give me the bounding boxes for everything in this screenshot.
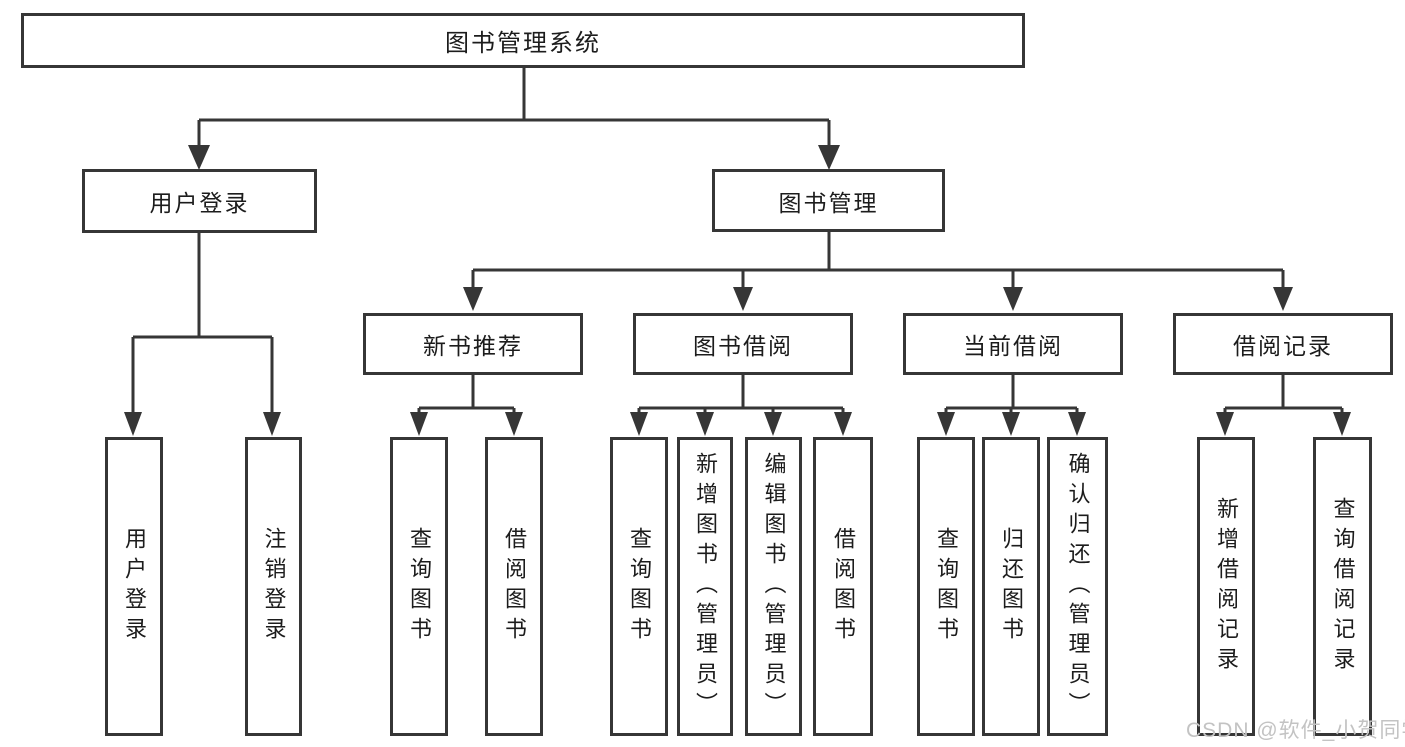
arrowheads-level2 (188, 145, 840, 170)
connector-book-management-to-level3 (471, 232, 1285, 290)
node-borrow-records: 借阅记录 (1173, 313, 1393, 375)
leaf-query-borrow-record: 查询借阅记录 (1313, 437, 1372, 736)
node-label: 查询借阅记录 (1330, 496, 1356, 677)
connector-borrow-records (1223, 375, 1344, 414)
connector-current-borrow (944, 375, 1079, 414)
leaf-query-books-recommend: 查询图书 (390, 437, 448, 736)
node-label: 新增借阅记录 (1214, 496, 1239, 677)
node-label: 新书推荐 (423, 333, 523, 359)
arrowheads-borrow-records (1216, 412, 1351, 436)
leaf-add-borrow-record: 新增借阅记录 (1197, 437, 1255, 736)
connector-root-to-level2 (197, 68, 831, 148)
node-label: 编辑图书（管理员） (761, 451, 787, 722)
arrowheads-new-book-recommend (410, 412, 523, 436)
node-book-management: 图书管理 (712, 169, 945, 232)
csdn-watermark: CSDN @软件_小贺同学 (1186, 719, 1405, 742)
node-label: 借阅图书 (831, 526, 856, 647)
node-label: 图书借阅 (693, 333, 793, 359)
arrowheads-current-borrow (937, 412, 1086, 436)
arrowheads-book-borrow (630, 412, 852, 436)
node-user-login-branch: 用户登录 (82, 169, 317, 233)
node-label: 归还图书 (999, 526, 1024, 647)
connector-new-book-recommend (417, 375, 516, 414)
node-label: 图书管理 (778, 189, 879, 216)
node-label: 注销登录 (261, 526, 287, 647)
node-label: 用户登录 (149, 190, 250, 216)
node-label: 查询图书 (627, 526, 652, 647)
node-label: 图书管理系统 (445, 30, 601, 57)
node-label: 用户登录 (122, 526, 147, 647)
connector-book-borrow (637, 375, 845, 414)
node-label: 借阅图书 (502, 526, 527, 647)
node-label: 查询图书 (934, 526, 959, 647)
connector-user-login-branch (131, 233, 274, 414)
leaf-logout: 注销登录 (245, 437, 302, 736)
leaf-add-books-admin: 新增图书（管理员） (677, 437, 733, 736)
node-label: 确认归还（管理员） (1065, 451, 1091, 722)
node-label: 当前借阅 (963, 333, 1063, 359)
node-current-borrow: 当前借阅 (903, 313, 1123, 375)
leaf-borrow-books: 借阅图书 (813, 437, 873, 736)
node-label: 借阅记录 (1233, 333, 1333, 359)
node-new-book-recommend: 新书推荐 (363, 313, 583, 375)
arrowheads-level3 (463, 287, 1293, 311)
leaf-confirm-return-admin: 确认归还（管理员） (1047, 437, 1108, 736)
leaf-edit-books-admin: 编辑图书（管理员） (745, 437, 802, 736)
leaf-query-books-current: 查询图书 (917, 437, 975, 736)
node-label: 查询图书 (407, 526, 432, 647)
leaf-borrow-books-recommend: 借阅图书 (485, 437, 543, 736)
leaf-query-books-borrow: 查询图书 (610, 437, 668, 736)
node-library-management-system: 图书管理系统 (21, 13, 1025, 68)
leaf-return-books: 归还图书 (982, 437, 1040, 736)
node-book-borrow: 图书借阅 (633, 313, 853, 375)
leaf-user-login: 用户登录 (105, 437, 163, 736)
node-label: 新增图书（管理员） (693, 451, 718, 722)
arrowheads-user-login-leaves (124, 412, 281, 436)
